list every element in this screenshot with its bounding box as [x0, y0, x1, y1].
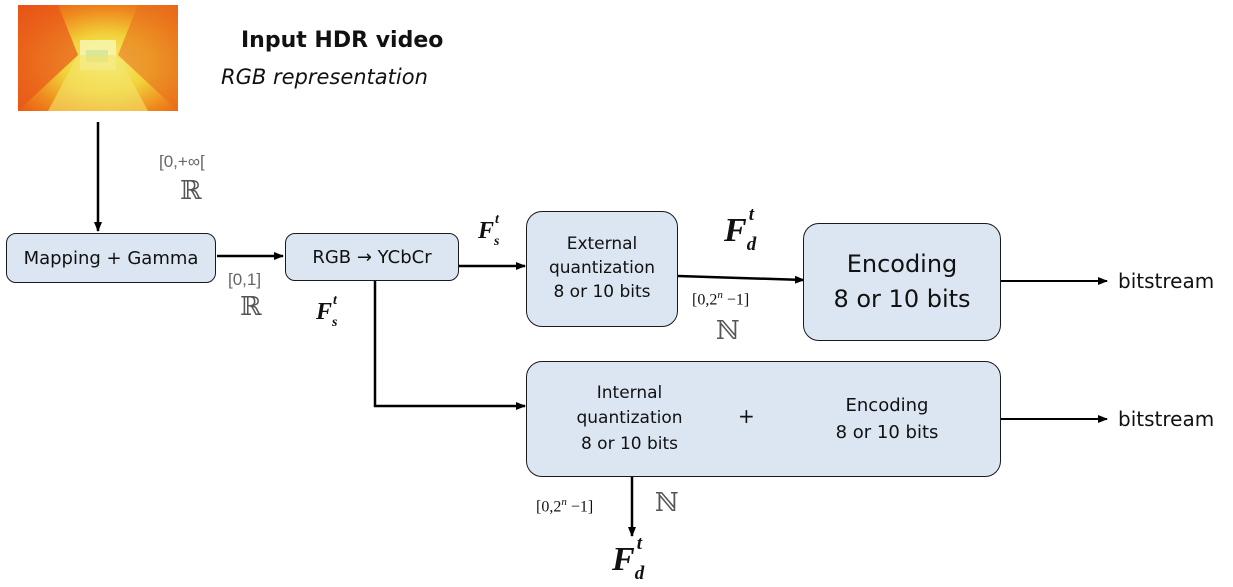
bitstream-bottom-label: bitstream: [1118, 407, 1215, 431]
int-quant-range-label: [0,2n −1]: [536, 496, 593, 516]
internal-quant-line1: Internal: [596, 382, 663, 403]
internal-encoding-group: Encoding 8 or 10 bits: [797, 362, 977, 476]
plus-sign: +: [738, 404, 755, 428]
int-quant-range-prefix: [0,2: [536, 498, 562, 516]
external-quant-line2: quantization: [548, 258, 656, 279]
input-set-symbol: ℝ: [180, 176, 202, 206]
input-video-thumbnail: [18, 5, 178, 111]
fd-bottom-base: F: [612, 541, 635, 578]
internal-quant-group: Internal quantization 8 or 10 bits: [527, 362, 732, 476]
input-subtitle: RGB representation: [221, 65, 428, 89]
ext-quant-range-label: [0,2n −1]: [692, 289, 749, 309]
internal-encoding-line2: 8 or 10 bits: [835, 422, 939, 443]
input-title: Input HDR video: [241, 28, 444, 53]
internal-quant-line3: 8 or 10 bits: [580, 433, 679, 454]
fs-bottom-sub: s: [332, 315, 338, 330]
fd-bottom-sub: d: [634, 563, 645, 584]
external-quant-line1: External: [566, 234, 638, 255]
fs-bottom-sup: t: [333, 293, 337, 308]
fd-bottom-sup: t: [636, 533, 642, 554]
internal-quant-line2: quantization: [576, 408, 683, 429]
rgb-to-ycbcr-label: RGB → YCbCr: [312, 246, 432, 268]
int-quant-range-suffix: −1]: [566, 498, 594, 516]
ext-quant-set-symbol: ℕ: [716, 316, 740, 346]
input-range-label: [0,+∞[: [159, 152, 205, 171]
encoding-line1: Encoding: [846, 250, 958, 279]
int-quant-set-symbol: ℕ: [655, 488, 679, 518]
mapping-gamma-block: Mapping + Gamma: [6, 233, 216, 283]
arrow-rgb-to-intquant: [373, 281, 526, 410]
fs-bottom-base: F: [316, 299, 333, 325]
ext-quant-range-exp: n: [717, 289, 723, 301]
ext-quant-range-suffix: −1]: [722, 291, 750, 309]
encoding-line2: 8 or 10 bits: [833, 285, 971, 313]
fd-top-base: F: [724, 212, 747, 249]
external-quant-line3: 8 or 10 bits: [553, 281, 651, 302]
ext-quant-range-prefix: [0,2: [692, 291, 718, 309]
rgb-to-ycbcr-block: RGB → YCbCr: [285, 233, 459, 281]
internal-encoding-line1: Encoding: [845, 395, 929, 416]
mapped-range-label: [0,1]: [228, 270, 262, 289]
fs-top-sup: t: [495, 212, 499, 227]
bitstream-top-label: bitstream: [1118, 269, 1215, 293]
fs-top-base: F: [478, 218, 495, 244]
fs-top-sub: s: [494, 234, 500, 249]
internal-quant-encoding-block: Internal quantization 8 or 10 bits + Enc…: [526, 361, 1001, 477]
fd-top-sup: t: [748, 204, 754, 225]
arrow-extquant-to-encoding: [677, 274, 805, 284]
encoding-block: Encoding 8 or 10 bits: [803, 223, 1001, 341]
mapped-set-symbol: ℝ: [240, 292, 262, 322]
mapping-gamma-label: Mapping + Gamma: [23, 247, 199, 269]
external-quantization-block: External quantization 8 or 10 bits: [526, 211, 678, 327]
fd-top-sub: d: [746, 234, 757, 255]
int-quant-range-exp: n: [561, 496, 567, 508]
